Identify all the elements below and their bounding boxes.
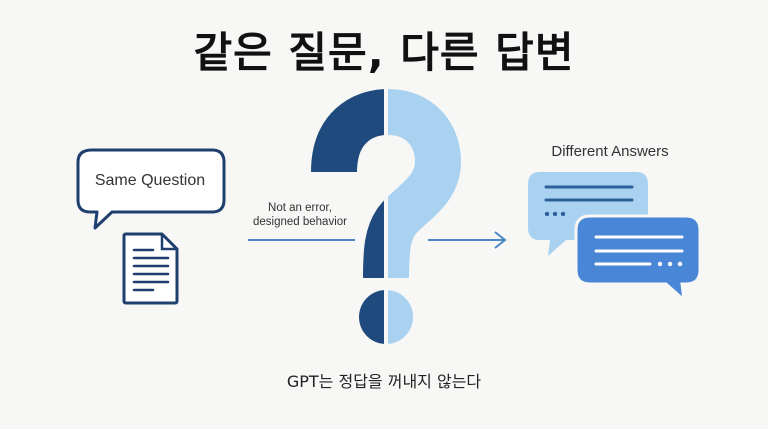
different-answers-label: Different Answers xyxy=(551,143,669,160)
same-question-label: Same Question xyxy=(94,172,206,189)
speech-bubble-icon xyxy=(76,148,226,230)
right-arrow-icon xyxy=(428,231,507,249)
question-mark-icon xyxy=(311,88,462,344)
behavior-note: Not an error, designed behavior xyxy=(240,201,360,229)
note-line-1: Not an error, xyxy=(268,202,332,214)
page-title: 같은 질문, 다른 답변 xyxy=(193,28,575,77)
subtitle: GPT는 정답을 꺼내지 않는다 xyxy=(286,372,482,391)
document-icon xyxy=(122,232,179,305)
chat-bubbles-icon xyxy=(528,172,702,304)
note-line-2: designed behavior xyxy=(253,216,347,228)
